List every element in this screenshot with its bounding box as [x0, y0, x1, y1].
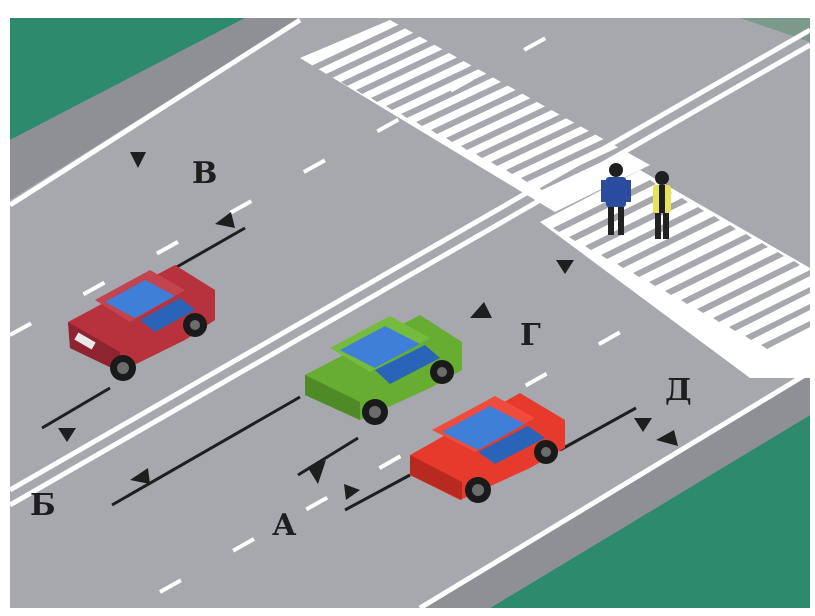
- arrow-icon-d-left: [634, 418, 652, 432]
- label-a: А: [272, 508, 297, 543]
- label-d: Д: [665, 373, 692, 408]
- road-edge-bottom: [418, 369, 810, 608]
- crosswalk-lower: [540, 170, 810, 378]
- arrow-icon-left-car: [58, 428, 76, 442]
- pointer-line-a-upper: [297, 436, 359, 477]
- arrow-icon-g: [470, 302, 492, 318]
- arrow-icon-a-upper: [308, 460, 326, 484]
- pointer-line-d: [559, 406, 637, 452]
- pedestrian-yellow: [653, 171, 671, 239]
- label-g: Г: [520, 318, 541, 353]
- arrow-icon-b: [130, 468, 150, 484]
- pointer-line-v: [174, 226, 246, 270]
- grass-top-right: [740, 18, 810, 42]
- center-double-line-b: [10, 42, 810, 508]
- pointer-line-left-car: [41, 386, 111, 430]
- lane-dash-upper: [10, 28, 561, 337]
- road-edge-top: [10, 18, 302, 208]
- car-bright-red: [410, 393, 565, 503]
- pointer-line-b: [111, 395, 301, 507]
- arrow-icon-crosswalk: [556, 260, 574, 274]
- car-dark-red: [68, 265, 215, 381]
- label-v: В: [192, 156, 217, 191]
- crosswalk-upper: [300, 20, 650, 212]
- label-b: Б: [30, 488, 56, 523]
- arrow-icon-a: [344, 484, 360, 500]
- arrow-icon-d-right: [656, 430, 678, 446]
- pedestrian-blue: [601, 163, 631, 235]
- arrow-icon-v-lane: [215, 212, 235, 228]
- pointer-line-a: [344, 473, 411, 512]
- car-green: [305, 315, 462, 425]
- arrow-icon-v-top: [130, 152, 146, 168]
- center-double-line-a: [10, 27, 810, 493]
